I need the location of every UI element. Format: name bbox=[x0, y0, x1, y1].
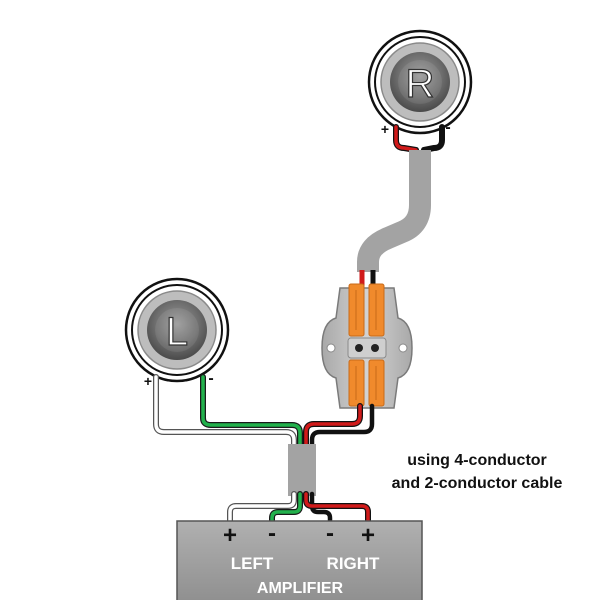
left-speaker: L bbox=[124, 277, 230, 383]
left-speaker-minus-label: - bbox=[208, 370, 213, 387]
left-speaker-plus-label: + bbox=[144, 373, 152, 389]
amplifier-left-plus: + bbox=[223, 522, 237, 549]
amplifier-right-label: RIGHT bbox=[327, 554, 381, 573]
amplifier-right-plus: + bbox=[361, 522, 375, 549]
amplifier-wires bbox=[227, 491, 371, 527]
right-speaker-minus-label: - bbox=[445, 119, 450, 136]
two-conductor-cable bbox=[357, 150, 431, 273]
amplifier-left-minus: - bbox=[268, 520, 276, 547]
four-conductor-cable bbox=[288, 444, 316, 496]
connector-bottom-wires bbox=[303, 403, 375, 449]
diagram-caption: using 4-conductor and 2-conductor cable bbox=[360, 449, 594, 495]
right-speaker: R bbox=[367, 29, 473, 135]
amplifier-left-label: LEFT bbox=[231, 554, 274, 573]
lever-connector bbox=[321, 283, 413, 409]
amplifier-name: AMPLIFIER bbox=[257, 580, 344, 597]
right-speaker-letter: R bbox=[406, 62, 435, 106]
caption-line-1: using 4-conductor bbox=[407, 452, 547, 469]
right-speaker-plus-label: + bbox=[381, 121, 389, 137]
caption-line-2: and 2-conductor cable bbox=[391, 475, 563, 492]
right-speaker-wires bbox=[393, 124, 445, 163]
left-speaker-letter: L bbox=[166, 310, 188, 354]
left-speaker-wires bbox=[153, 374, 303, 449]
amplifier bbox=[176, 520, 423, 600]
amplifier-right-minus: - bbox=[326, 520, 334, 547]
